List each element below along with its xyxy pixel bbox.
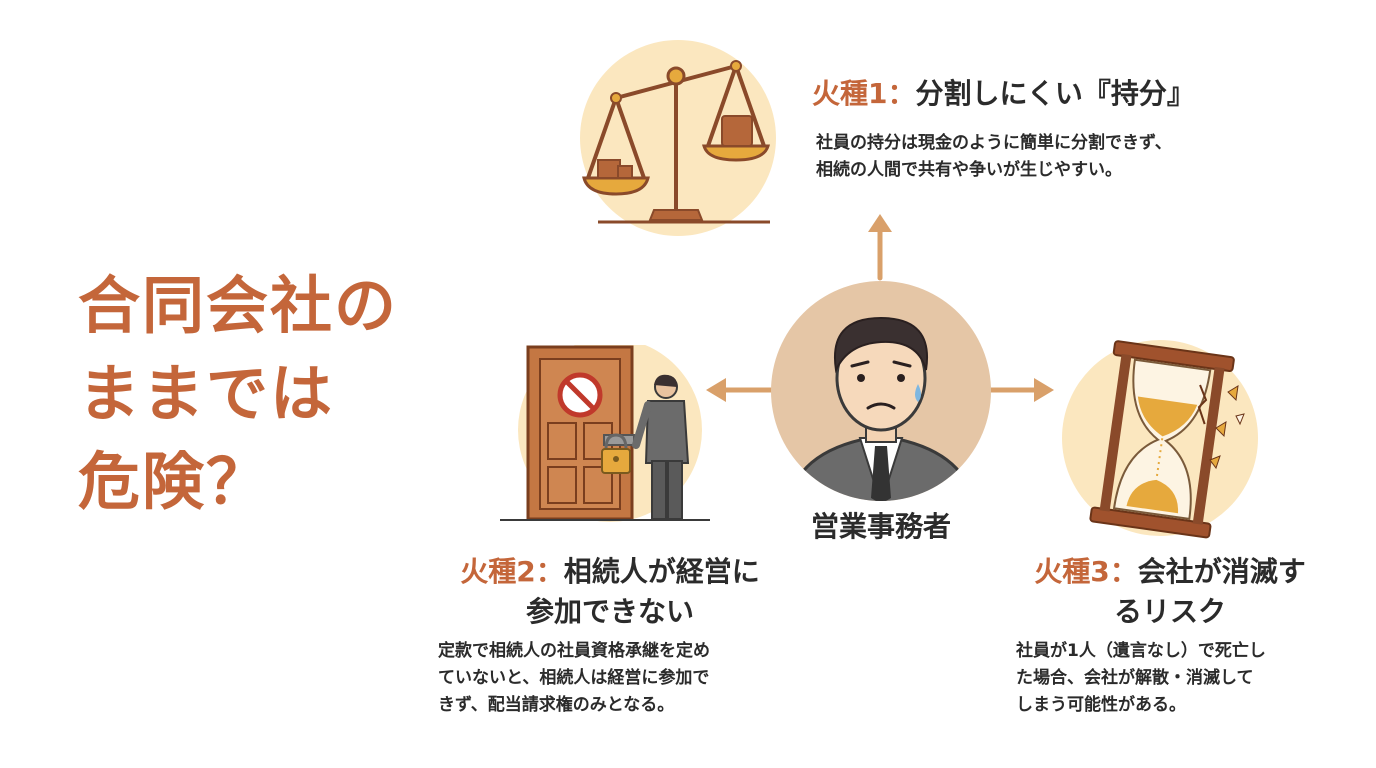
item-3-desc: 社員が1人（遺言なし）で死亡し た場合、会社が解散・消滅して しまう可能性がある… xyxy=(1016,638,1356,719)
item-1-title-text: 分割しにくい『持分』 xyxy=(915,77,1195,110)
item-2-desc: 定款で相続人の社員資格承継を定め ていないと、相続人は経営に参加で きず、配当請… xyxy=(438,638,798,719)
item-3-desc-line-3: しまう可能性がある。 xyxy=(1016,695,1186,715)
item-2-desc-line-1: 定款で相続人の社員資格承継を定め xyxy=(438,641,710,661)
item-2-title: 火種2：相続人が経営に 参加できない xyxy=(430,552,790,632)
item-1-desc-line-2: 相続の人間で共有や争いが生じやすい。 xyxy=(816,160,1122,180)
arrow-left-head xyxy=(706,378,726,402)
item-3-desc-line-2: た場合、会社が解散・消滅して xyxy=(1016,668,1254,688)
center-label: 営業事務者 xyxy=(810,510,951,543)
arrow-right-head xyxy=(1034,378,1054,402)
item-3-prefix: 火種3： xyxy=(1034,555,1138,588)
locked-door-icon xyxy=(500,345,710,522)
item-1-title: 火種1：分割しにくい『持分』 xyxy=(812,74,1282,114)
item-3-title-line-1: 会社が消滅す xyxy=(1137,555,1306,588)
title-line-1: 合同会社の xyxy=(78,269,399,342)
broken-hourglass-icon xyxy=(1062,340,1258,539)
office-worker-avatar xyxy=(771,281,991,501)
item-2-title-line-1: 相続人が経営に xyxy=(563,555,760,588)
arrow-up-head xyxy=(868,214,892,232)
main-title: 合同会社の ままでは 危険？ xyxy=(78,262,458,526)
title-line-2: ままでは xyxy=(78,357,335,430)
item-2-desc-line-2: ていないと、相続人は経営に参加で xyxy=(438,668,710,688)
balance-scale-icon xyxy=(580,40,776,236)
item-1-prefix: 火種1： xyxy=(812,77,916,110)
item-2-desc-line-3: きず、配当請求権のみとなる。 xyxy=(438,695,675,715)
item-1-desc: 社員の持分は現金のように簡単に分割できず、 相続の人間で共有や争いが生じやすい。 xyxy=(816,130,1286,184)
item-2-title-line-2: 参加できない xyxy=(525,595,694,628)
item-1-desc-line-1: 社員の持分は現金のように簡単に分割できず、 xyxy=(816,133,1172,153)
title-line-3: 危険？ xyxy=(78,445,271,518)
item-2-prefix: 火種2： xyxy=(460,555,564,588)
item-3-title: 火種3：会社が消滅す るリスク xyxy=(1000,552,1340,632)
item-3-desc-line-1: 社員が1人（遺言なし）で死亡し xyxy=(1016,641,1266,661)
item-3-title-line-2: るリスク xyxy=(1113,595,1226,628)
